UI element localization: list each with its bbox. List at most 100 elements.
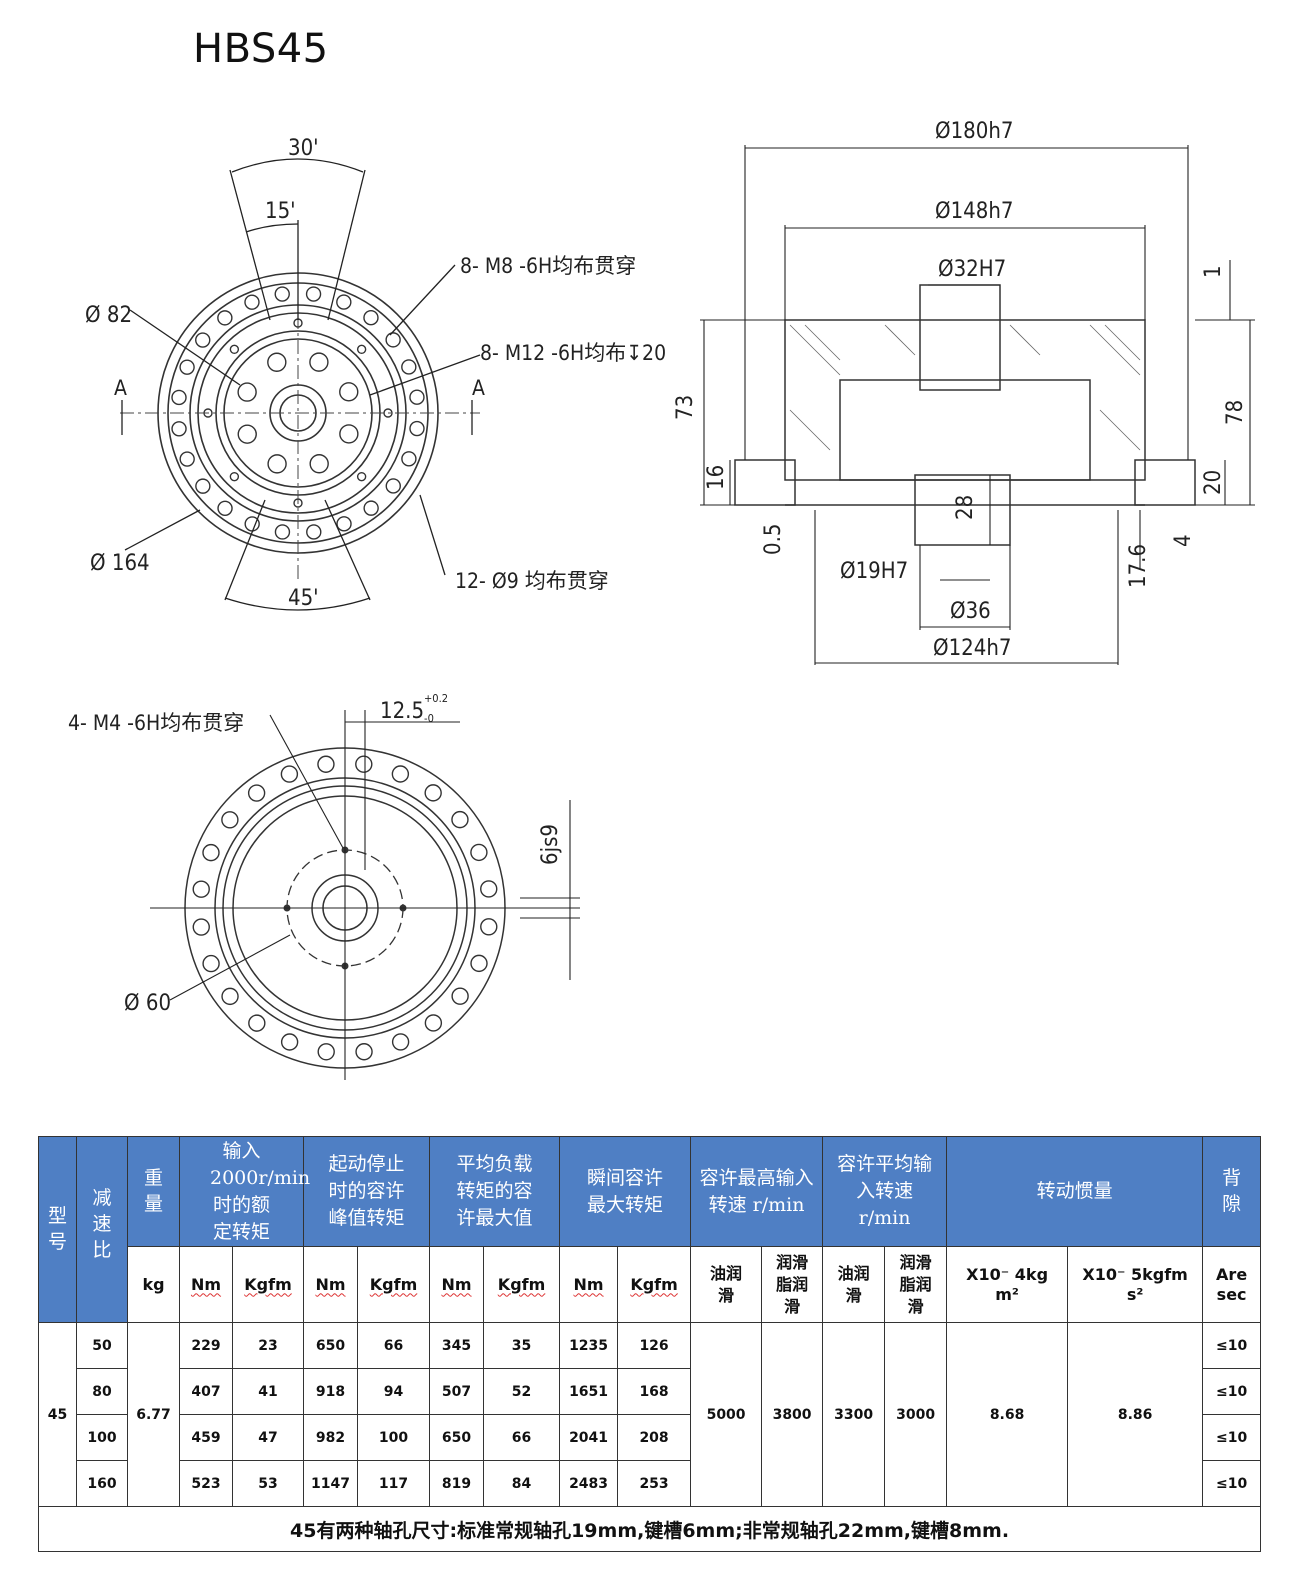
bolt-hole	[401, 359, 417, 375]
unit-inertia-1: X10⁻ 4kg m²	[946, 1246, 1069, 1323]
unit-avg-nm: Nm	[429, 1246, 485, 1323]
header-rated-torque: 输入2000r/min时的额定转矩	[178, 1136, 310, 1247]
front-view-drawing: 30' 15' 45' A A Ø 82 Ø 164 8- M8 -6H均布贯穿…	[85, 136, 666, 611]
bolt-hole	[274, 524, 291, 540]
bolt-hole	[306, 524, 322, 540]
len-4-label: 4	[1171, 534, 1196, 547]
keyway-label: 6js9	[538, 824, 563, 865]
bolt-hole	[336, 294, 352, 310]
page-title: HBS45	[193, 26, 329, 72]
len-1-label: 1	[1201, 265, 1226, 278]
unit-max-oil: 油润滑	[690, 1246, 763, 1323]
dim-125-label: 12.5	[380, 699, 424, 724]
bolt-hole	[192, 880, 210, 898]
bolt-hole	[309, 454, 329, 474]
cell-avg-nm: 507	[429, 1368, 485, 1415]
len-73-label: 73	[673, 395, 698, 420]
table-row: 100 459 47 982 100 650 66 2041 208 ≤10	[39, 1414, 1262, 1461]
tol-plus-label: +0.2	[424, 692, 448, 705]
cell-avg-nm: 819	[429, 1460, 485, 1507]
m12-hole-label: 8- M12 -6H均布↧20	[480, 341, 666, 365]
rear-view-drawing: 4- M4 -6H均布贯穿 12.5 +0.2 -0 6js9 Ø 60	[68, 692, 580, 1080]
unit-ss-nm: Nm	[303, 1246, 359, 1323]
cell-ins-kgfm: 168	[617, 1368, 692, 1415]
bolt-hole	[317, 1043, 335, 1061]
cell-rated-kgfm: 41	[231, 1368, 305, 1415]
bolt-hole	[274, 286, 290, 302]
unit-kg: kg	[127, 1246, 180, 1323]
header-weight: 重量	[127, 1136, 180, 1247]
unit-max-grease: 润滑脂润滑	[761, 1246, 824, 1323]
cell-ss-kgfm: 117	[357, 1460, 431, 1507]
cell-ss-nm: 982	[303, 1414, 359, 1461]
bolt-hole	[470, 954, 488, 973]
dia-32-label: Ø32H7	[938, 257, 1006, 282]
table-row: 45 50 6.77 229 23 650 66 345 35 1235 126…	[38, 1322, 1262, 1507]
section-view-drawing: Ø180h7 Ø148h7 Ø32H7 Ø19H7 Ø36 Ø124h7 73 …	[673, 119, 1255, 665]
bolt-hole	[221, 987, 239, 1006]
unit-avg-oil: 油润滑	[822, 1246, 886, 1323]
bolt-hole	[280, 765, 299, 783]
unit-avg-kgfm: Kgfm	[483, 1246, 561, 1323]
len-05-label: 0.5	[761, 524, 786, 555]
bolt-hole	[385, 478, 401, 494]
bolt-hole	[339, 424, 359, 444]
dia-124-label: Ø124h7	[933, 636, 1011, 661]
cell-ss-kgfm: 94	[357, 1368, 431, 1415]
bolt-hole	[309, 352, 329, 372]
bolt-hole	[363, 310, 379, 326]
tol-minus-label: -0	[424, 712, 434, 725]
table-note: 45有两种轴孔尺寸:标准常规轴孔19mm,键槽6mm;非常规轴孔22mm,键槽8…	[37, 1506, 1262, 1552]
bolt-hole	[244, 294, 260, 310]
bolt-hole	[171, 389, 187, 406]
table-row: 160 523 53 1147 117 819 84 2483 253 ≤10	[39, 1460, 1262, 1507]
header-inertia: 转动惯量	[946, 1136, 1204, 1247]
header-backlash: 背隙	[1202, 1136, 1262, 1247]
m4-hole-label: 4- M4 -6H均布贯穿	[68, 711, 244, 735]
unit-avg-grease: 润滑脂润滑	[884, 1246, 948, 1323]
cell-avg-nm: 345	[429, 1322, 485, 1369]
bolt-hole	[356, 471, 367, 482]
cell-ss-kgfm: 66	[357, 1322, 431, 1369]
section-mark-left: A	[114, 376, 127, 400]
bolt-hole	[391, 765, 410, 783]
bolt-hole	[179, 451, 195, 467]
dia-36-label: Ø36	[950, 599, 991, 624]
bolt-hole	[363, 500, 379, 516]
cell-rated-nm: 407	[179, 1368, 233, 1415]
bolt-hole	[221, 811, 239, 829]
cell-ss-kgfm: 100	[357, 1414, 431, 1461]
bolt-hole	[217, 500, 233, 516]
cell-inertia-2: 8.86	[1067, 1322, 1204, 1507]
cell-avg-nm: 650	[429, 1414, 485, 1461]
dia-82-label: Ø 82	[85, 303, 132, 328]
cell-ins-kgfm: 253	[617, 1460, 692, 1507]
cell-max-speed-oil: 5000	[690, 1322, 763, 1507]
bolt-hole	[355, 1043, 373, 1061]
bolt-hole	[451, 810, 469, 829]
bolt-hole	[409, 389, 425, 405]
angle-bottom-label: 45'	[288, 586, 319, 611]
cell-ratio: 160	[76, 1460, 128, 1507]
header-avg-load: 平均负载转矩的容许最大值	[429, 1136, 561, 1247]
dia-148-label: Ø148h7	[935, 199, 1013, 224]
m8-hole-label: 8- M8 -6H均布贯穿	[460, 254, 636, 278]
dia-164-label: Ø 164	[90, 551, 150, 576]
cell-rated-nm: 459	[179, 1414, 233, 1461]
header-start-stop: 起动停止时的容许峰值转矩	[303, 1136, 431, 1247]
cell-backlash: ≤10	[1202, 1460, 1262, 1507]
cell-rated-kgfm: 53	[231, 1460, 305, 1507]
bolt-hole	[202, 843, 220, 862]
len-28-label: 28	[953, 495, 978, 520]
dia-60-label: Ø 60	[124, 991, 171, 1016]
cell-avg-kgfm: 84	[483, 1460, 561, 1507]
cell-avg-speed-grease: 3000	[884, 1322, 948, 1507]
bolt-hole	[229, 344, 240, 355]
unit-inertia-2: X10⁻ 5kgfm s²	[1067, 1246, 1204, 1323]
cell-avg-speed-oil: 3300	[822, 1322, 886, 1507]
bolt-hole	[179, 359, 195, 375]
bolt-hole	[195, 332, 211, 348]
header-model: 型号	[38, 1136, 77, 1323]
cell-rated-nm: 523	[179, 1460, 233, 1507]
cell-ratio: 50	[76, 1322, 128, 1369]
